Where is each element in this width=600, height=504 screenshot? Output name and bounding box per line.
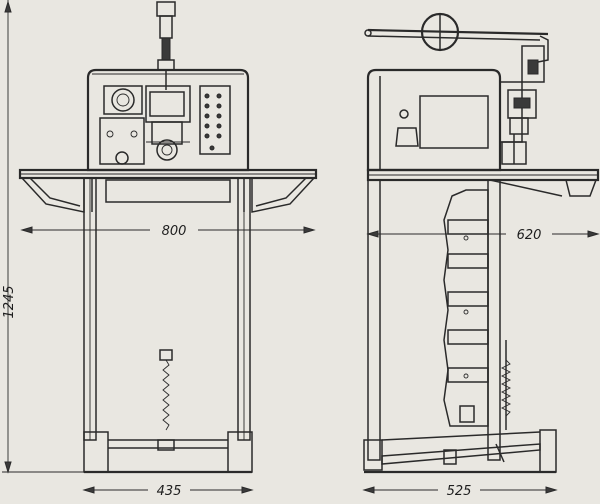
dim-side-width: 620 [517, 228, 542, 243]
dim-front-base: 435 [157, 484, 182, 499]
dim-side-base: 525 [447, 484, 472, 499]
side-lever-arm [364, 12, 549, 83]
side-cabinet [366, 68, 537, 172]
dim-front-width: 800 [162, 224, 187, 239]
dimension-labels: 800 435 620 525 1245 [2, 224, 541, 499]
side-table-top [366, 168, 600, 197]
front-view [18, 1, 318, 474]
front-electrode-head [156, 1, 176, 90]
front-table-top [18, 168, 318, 213]
dim-height: 1245 [2, 285, 17, 318]
front-control-cabinet [86, 68, 250, 172]
side-frame [363, 179, 557, 474]
dimension-lines [2, 0, 600, 494]
side-view [363, 12, 600, 474]
front-frame [83, 177, 253, 474]
